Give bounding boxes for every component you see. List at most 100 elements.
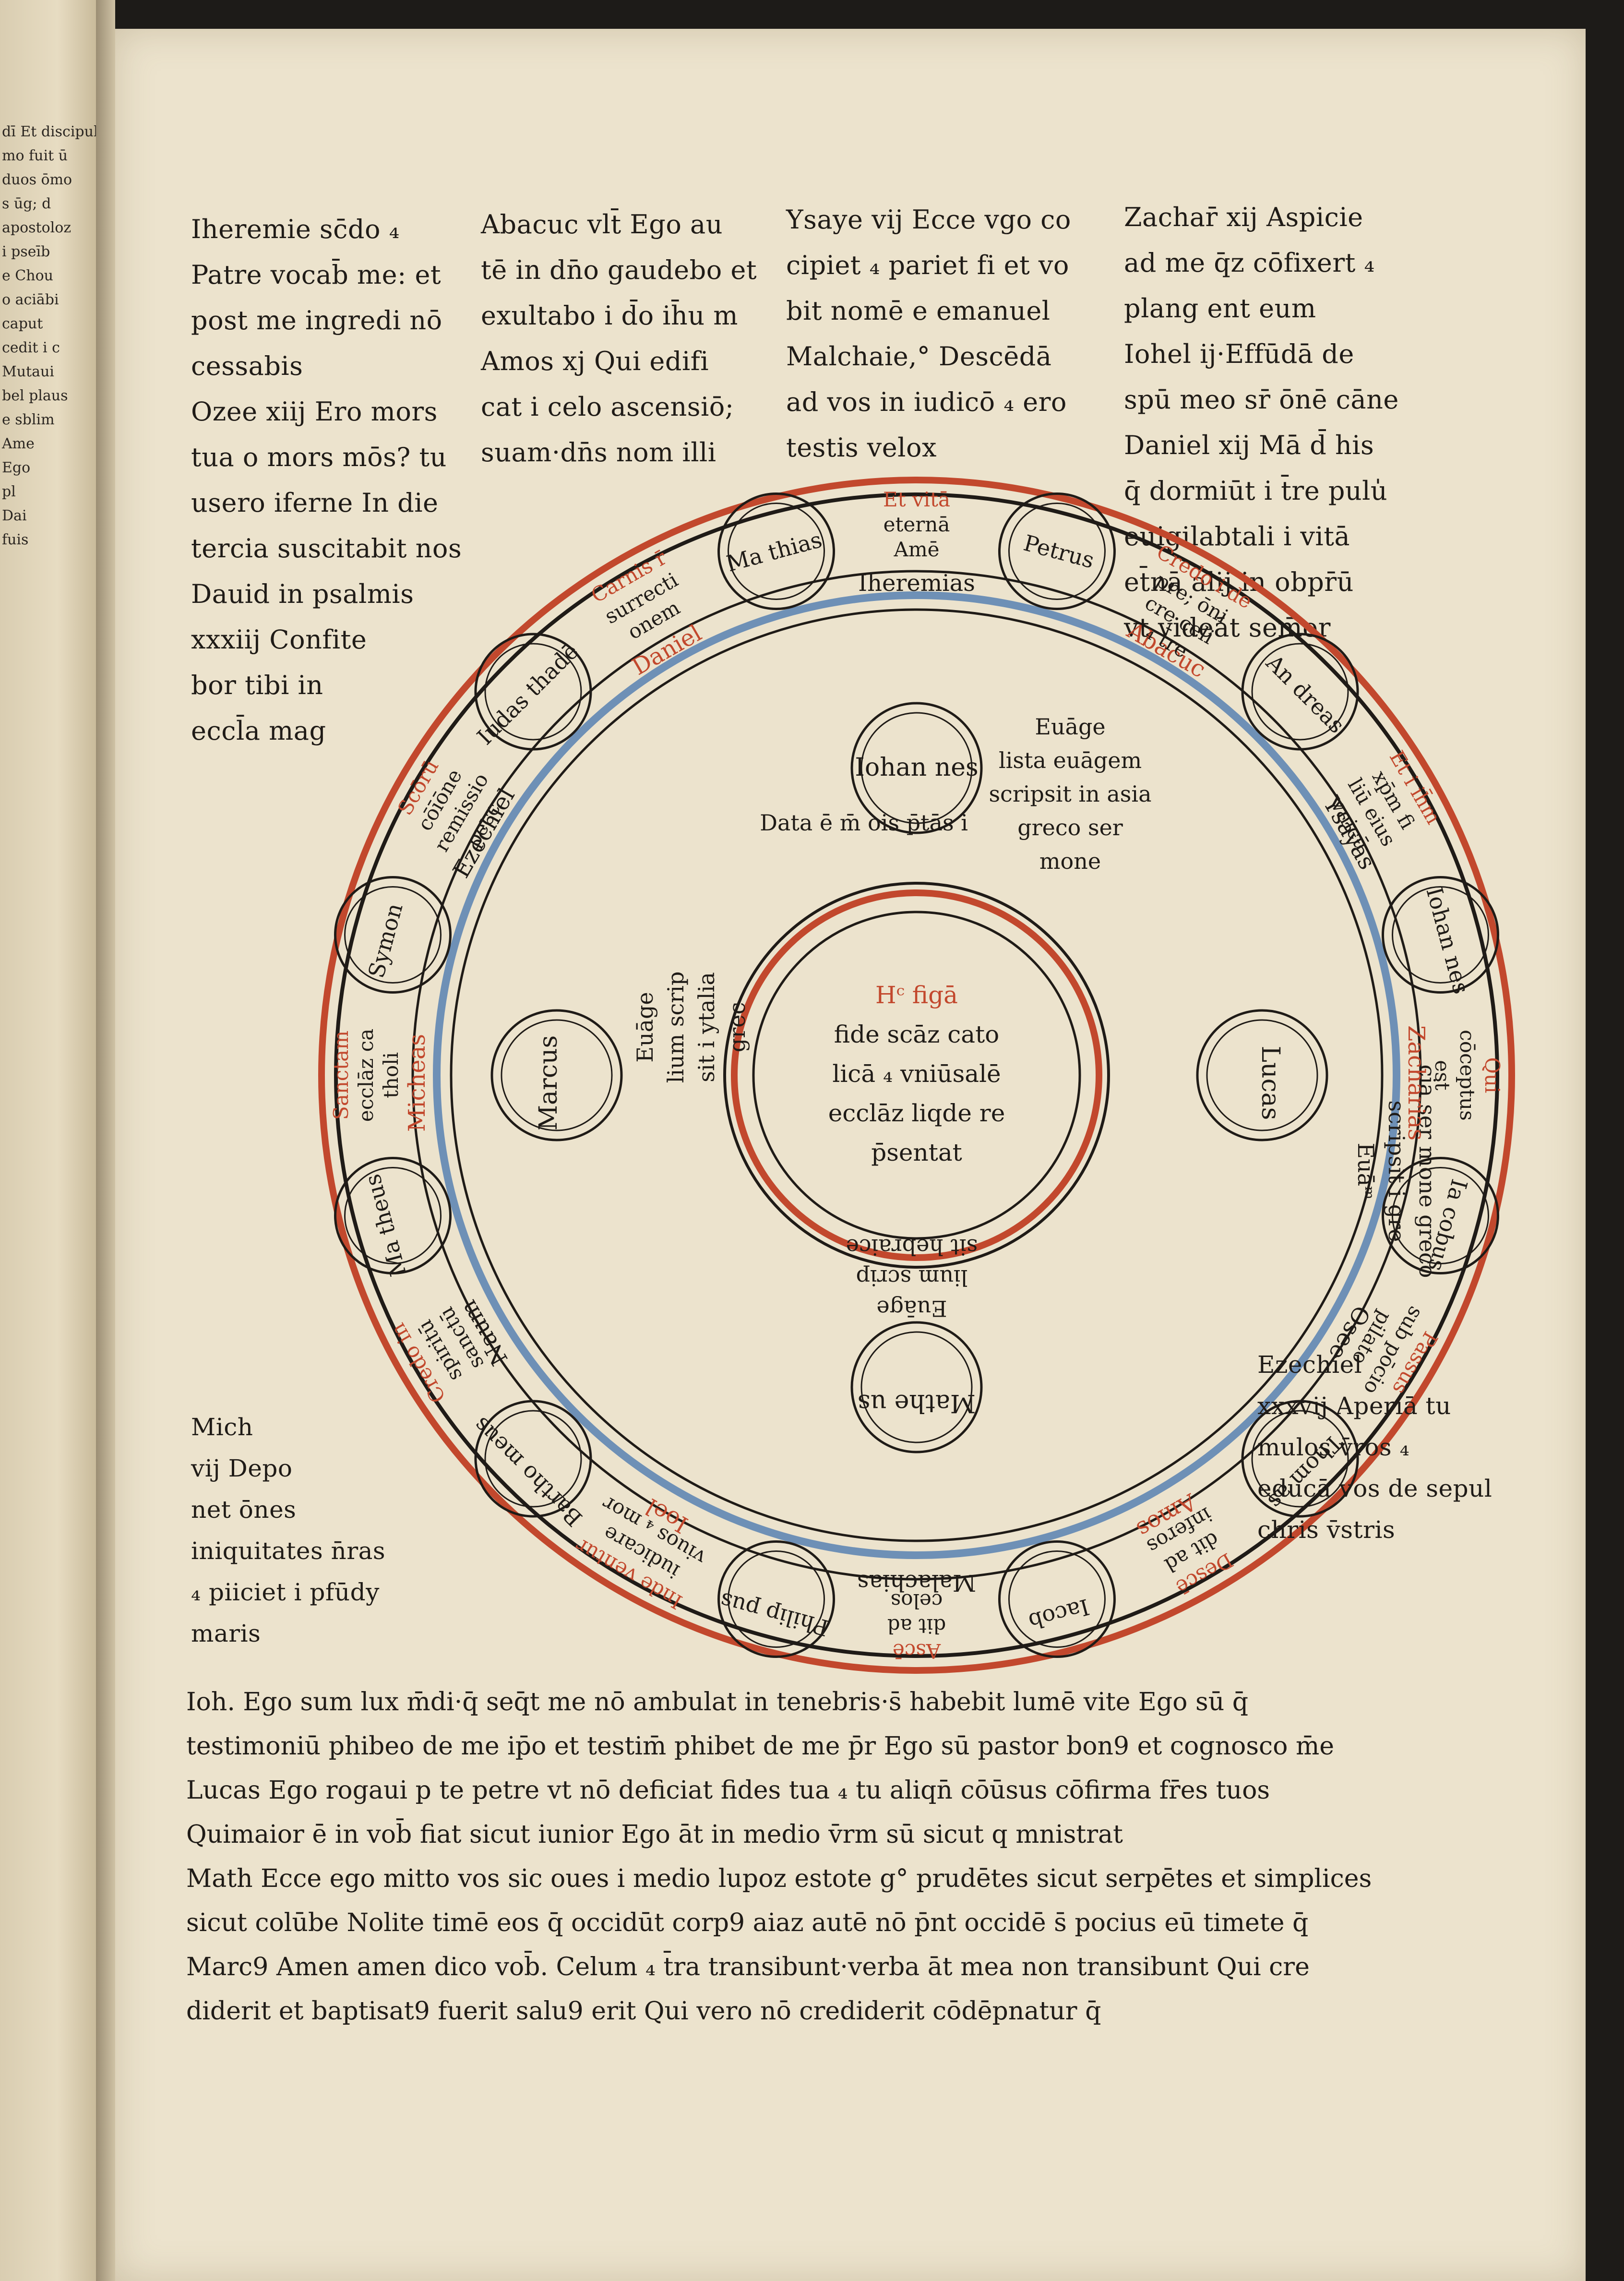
evangelist-circle-inner <box>501 1019 613 1131</box>
text-line: ₄ piiciet i pfūdy <box>191 1578 380 1606</box>
outer-red-ring <box>318 477 1515 1674</box>
text-line: bit nomē e emanuel <box>786 296 1051 326</box>
text-line: Lucas Ego rogaui p te petre vt nō defici… <box>186 1776 1270 1805</box>
evangelist-circle <box>1196 1009 1328 1141</box>
creed-article-text: est <box>1431 1060 1454 1090</box>
left-page-fragment: caput <box>2 315 43 332</box>
center-text-line: p̄sentat <box>871 1139 962 1166</box>
text-line: tē in dn̄o gaudebo et <box>481 255 757 285</box>
apostle-circle-inner <box>344 1166 442 1264</box>
apostle-circle <box>1381 1156 1499 1274</box>
text-line: Ioh. Ego sum lux m̄di·q̄ seq̄t me nō amb… <box>186 1688 1248 1717</box>
text-line: vij Depo <box>191 1454 293 1482</box>
creed-article-text: Sanctam <box>329 1031 353 1120</box>
apostle-circle-inner <box>1391 886 1489 984</box>
text-line: tua o mors mōs? tu <box>191 442 447 472</box>
text-line: Zachar̄ xij Aspicie <box>1124 202 1363 232</box>
text-line: testimoniū phibeo de me ip̄o et testim̄ … <box>186 1732 1335 1761</box>
apostle-circle <box>334 1156 452 1274</box>
evangelist-caption: scripsit in asia <box>989 781 1151 807</box>
evangelist-caption: lium scrip <box>663 972 689 1083</box>
evangelist-caption: sit i ytalia <box>693 972 719 1082</box>
evangelist-caption: Euāge <box>632 992 658 1062</box>
creed-article-text: dit ad <box>887 1614 946 1638</box>
evangelist-circle <box>490 1009 623 1141</box>
apostle-name: Iacob <box>1026 1594 1092 1634</box>
left-page-fragment: o aciābi <box>2 291 59 308</box>
text-line: bor tibi in <box>191 670 323 700</box>
text-line: Ezechiel <box>1257 1351 1362 1379</box>
evangelist-circle-inner <box>860 1331 973 1443</box>
left-page-fragment: i pseīb <box>2 243 50 260</box>
text-line: post me ingredi nō <box>191 305 442 336</box>
creed-article-text: Ascē <box>893 1639 941 1663</box>
center-text-line: licā ₄ vniūsalē <box>832 1060 1001 1088</box>
apostle-circle <box>717 492 836 611</box>
apostle-circle-inner <box>484 1410 582 1508</box>
evangelist-name: Iohan nes <box>855 753 978 782</box>
apostle-circle <box>1241 1400 1359 1518</box>
left-page-fragment: mo fuit ū <box>2 147 68 164</box>
apostle-circle <box>1381 876 1499 994</box>
apostle-circle-inner <box>728 503 825 600</box>
apostle-name: Philip pus <box>717 1587 832 1641</box>
apostle-circle-inner <box>728 1550 825 1648</box>
center-inner-ring <box>752 911 1081 1240</box>
evangelist-caption: Euāge <box>876 1296 947 1321</box>
text-line: usero iferne In die <box>191 488 439 518</box>
creed-article-text: celos <box>891 1589 943 1613</box>
text-line: mulos v̄ros ₄ <box>1257 1433 1410 1461</box>
apostle-name: Bartho meus <box>468 1412 587 1532</box>
blue-ring <box>433 591 1400 1559</box>
evangelist-name: Mathe us <box>858 1389 976 1417</box>
evangelist-caption: lium scrip <box>856 1265 968 1291</box>
creed-article-text: cōceptus <box>1456 1030 1479 1121</box>
evangelist-caption: sit hebraice <box>846 1234 978 1260</box>
text-line: cessabis <box>191 351 303 381</box>
creed-article-text: Amē <box>893 538 939 561</box>
text-line: Malchaie,° Descēdā <box>786 341 1052 372</box>
text-line: Iohel ij·Effūdā de <box>1124 339 1354 369</box>
apostle-band-ring <box>411 570 1422 1581</box>
left-page-fragment: Mutaui <box>2 363 54 380</box>
apostle-circle-inner <box>1008 503 1106 600</box>
apostle-circle <box>998 492 1116 611</box>
center-outer-ring <box>723 882 1110 1269</box>
left-page-fragment: Ame <box>2 435 35 452</box>
creed-article-text: tholi <box>379 1052 403 1098</box>
text-line: cat i celo ascensiō; <box>481 392 734 422</box>
creed-article-text: ecclāz ca <box>354 1029 378 1122</box>
evangelist-circle <box>850 702 983 834</box>
apostle-circle-inner <box>484 643 582 741</box>
text-line: q̄ dormiūt i t̄re pulu̍ <box>1124 476 1388 506</box>
text-line: Mich <box>191 1413 253 1441</box>
apostle-circle <box>717 1540 836 1658</box>
apostle-circle <box>334 876 452 994</box>
bottom-text-block: Ioh. Ego sum lux m̄di·q̄ seq̄t me nō amb… <box>186 1680 1554 2033</box>
prophet-label: Iheremias <box>858 570 975 597</box>
left-page-fragment: s ūg; d <box>2 195 51 212</box>
left-page-fragment: e sblim <box>2 411 55 428</box>
text-line: plang ent eum <box>1124 293 1316 324</box>
left-page-fragment: dī Et discipul <box>2 123 96 140</box>
prophet-label: Malachias <box>857 1569 976 1596</box>
apostle-circle <box>474 1400 592 1518</box>
creed-article-text: eternā <box>884 513 950 536</box>
text-line: suam·dn̄s nom illi <box>481 437 716 468</box>
evangelist-caption: Euāᵐ <box>1353 1143 1379 1200</box>
center-text-line: Hᶜ figā <box>875 981 958 1009</box>
apostle-name: Symon <box>363 900 407 981</box>
left-page-fragment: Ego <box>2 459 31 476</box>
apostle-circle-inner <box>1251 643 1349 741</box>
text-line: Iheremie sc̄do ₄ <box>191 214 400 244</box>
text-line: Ozee xiij Ero mors <box>191 396 438 427</box>
apostle-circle <box>1241 633 1359 751</box>
apostle-circle-inner <box>344 886 442 984</box>
text-line: Abacuc vlt̄ Ego au <box>481 209 723 240</box>
